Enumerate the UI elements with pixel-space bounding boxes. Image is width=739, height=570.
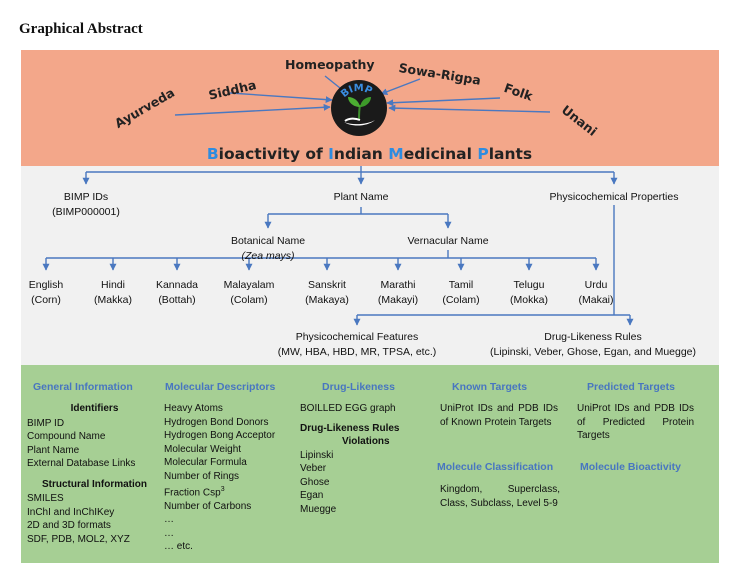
arrow-ayurveda — [174, 103, 331, 116]
drug-likeness-content: BOILLED EGG graph Drug-Likeness Rules Vi… — [300, 403, 400, 515]
node-physicochemical-properties: Physicochemical Properties — [549, 191, 679, 203]
heading-molecule-bioactivity: Molecule Bioactivity — [580, 461, 681, 473]
leaf-icon — [348, 97, 360, 107]
arrow-unani — [388, 104, 551, 113]
molecular-descriptors-content: Heavy Atoms Hydrogen Bond Donors Hydroge… — [164, 403, 276, 553]
arrow-folk — [386, 97, 501, 107]
known-targets-content: UniProt IDs and PDB IDs of Known Protein… — [440, 403, 558, 428]
system-label-homeopathy: Homeopathy — [285, 57, 375, 72]
lang-tamil: Tamil(Colam) — [442, 279, 480, 306]
lang-urdu: Urdu(Makai) — [578, 279, 614, 306]
arrow-siddha — [229, 92, 333, 104]
lang-marathi: Marathi(Makayi) — [377, 279, 419, 306]
heading-molecule-classification: Molecule Classification — [437, 461, 554, 473]
general-information-content: Identifiers BIMP ID Compound Name Plant … — [27, 403, 147, 545]
node-vernacular-name: Vernacular Name — [407, 235, 489, 247]
hand-icon — [344, 120, 375, 126]
graphical-abstract-heading: Graphical Abstract — [19, 21, 143, 37]
bimp-title: Bioactivity of Indian Medicinal Plants — [206, 145, 533, 163]
lang-telugu: Telugu(Mokka) — [510, 279, 548, 306]
lang-english: English(Corn) — [28, 279, 64, 306]
heading-predicted-targets: Predicted Targets — [587, 381, 675, 393]
lang-sanskrit: Sanskrit(Makaya) — [305, 279, 349, 306]
heading-drug-likeness: Drug-Likeness — [322, 381, 395, 393]
bimp-logo: BIMP — [331, 80, 387, 136]
node-druglikeness-rules: Drug-Likeness Rules(Lipinski, Veber, Gho… — [489, 331, 697, 358]
molecule-classification-content: Kingdom, Superclass, Class, Subclass, Le… — [440, 484, 560, 509]
node-botanical-name: Botanical Name(Zea mays) — [230, 235, 306, 262]
node-plant-name: Plant Name — [333, 191, 389, 203]
node-bimp-ids: BIMP IDs(BIMP000001) — [52, 191, 120, 218]
lang-hindi: Hindi(Makka) — [94, 279, 132, 306]
data-tree-band — [21, 166, 719, 365]
lang-malayalam: Malayalam(Colam) — [223, 279, 275, 306]
heading-known-targets: Known Targets — [452, 381, 528, 393]
heading-general-information: General Information — [33, 381, 133, 393]
lang-kannada: Kannada(Bottah) — [155, 279, 199, 306]
predicted-targets-content: UniProt IDs and PDB IDs of Predicted Pro… — [577, 403, 694, 441]
node-physicochemical-features: Physicochemical Features(MW, HBA, HBD, M… — [277, 331, 437, 358]
heading-molecular-descriptors: Molecular Descriptors — [165, 381, 276, 393]
data-panel-band — [21, 365, 719, 563]
arrow-sowa-rigpa — [380, 78, 421, 96]
